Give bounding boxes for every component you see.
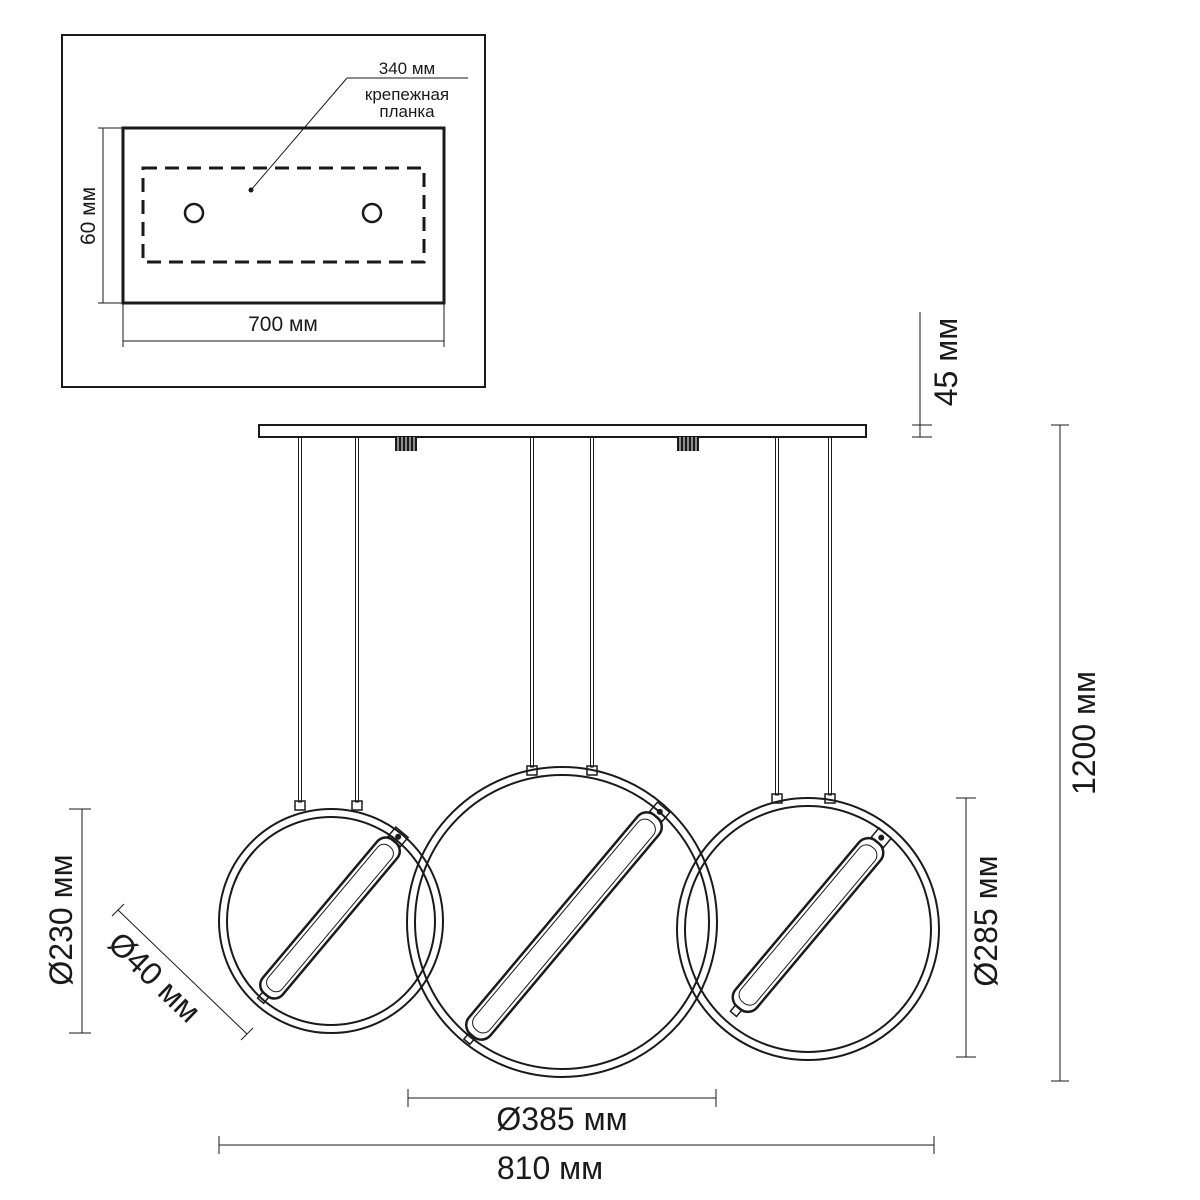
ring-right (676, 797, 940, 1061)
canopy-screw-right (677, 437, 699, 451)
bracket-name-line1: крепежная (365, 85, 449, 104)
bracket-name-line2: планка (379, 102, 435, 121)
mounting-hole-right (361, 202, 383, 224)
mounting-hole-left (183, 202, 205, 224)
lamp-tube-center (462, 801, 671, 1046)
bracket-leader-line (250, 77, 348, 191)
right-ring-diameter-label: Ø285 мм (968, 855, 1004, 986)
lamp-tube-right (729, 826, 893, 1018)
ring-left (218, 808, 444, 1034)
dim-total-height: 1200 мм (1051, 424, 1102, 1082)
canopy-screw-left (395, 437, 417, 451)
dim-canopy-height: 45 мм (912, 312, 964, 438)
mounting-bracket-outline (141, 166, 426, 264)
dim-right-ring: Ø285 мм (956, 797, 1004, 1058)
inset-frame (61, 34, 486, 388)
left-ring-diameter-label: Ø230 мм (43, 854, 79, 985)
total-width-label: 810 мм (497, 1150, 603, 1186)
canopy-height-label: 45 мм (928, 318, 964, 406)
suspension-wires (294, 436, 836, 811)
canopy (258, 424, 867, 451)
inset-height-label: 60 мм (77, 187, 100, 245)
center-ring-diameter-label: Ø385 мм (496, 1101, 627, 1137)
dim-center-ring: Ø385 мм (407, 1089, 717, 1137)
lamp-tube-left (256, 826, 410, 1005)
dim-total-width: 810 мм (218, 1136, 935, 1186)
canopy-plate (258, 424, 867, 438)
dim-left-ring: Ø230 мм (43, 808, 91, 1034)
bracket-length-label: 340 мм (379, 59, 435, 78)
canopy-top-view (121, 126, 446, 305)
lamp-tube-diameter-label: Ø40 мм (101, 925, 208, 1030)
total-height-label: 1200 мм (1066, 671, 1102, 795)
inset-width-label: 700 мм (248, 313, 318, 336)
mounting-inset: 340 мм крепежная планка 60 мм 700 мм (61, 34, 486, 388)
ring-center (406, 766, 718, 1078)
